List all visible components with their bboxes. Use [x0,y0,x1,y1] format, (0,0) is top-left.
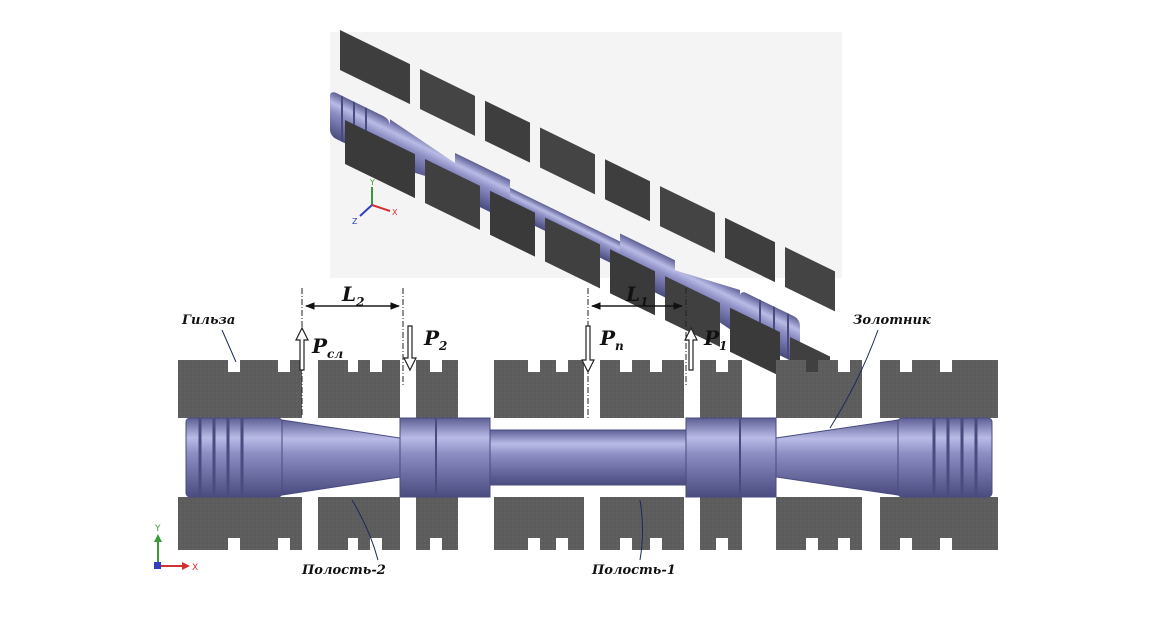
pressure-p2-base: P [424,326,440,350]
dimension-l1-sub: 1 [640,295,649,309]
spool-label: Золотник [853,313,931,328]
section-view: Y X [154,288,998,573]
sleeve-lower [178,497,998,550]
axis-y-label: Y [154,524,161,534]
axis-x-label: X [192,563,198,573]
pressure-p1-sub: 1 [719,339,728,353]
pressure-p1-label: P1 [704,326,727,353]
iso-axis-x-label: X [392,208,398,217]
iso-sleeve-back [340,30,835,312]
arrow-pn-down [581,325,595,374]
pressure-p-sl-label: Pсл [312,334,343,361]
pressure-p2-label: P2 [424,326,447,353]
dimension-l1-label: L1 [626,282,648,309]
cavity1-label: Полость-1 [592,563,676,578]
pressure-p2-sub: 2 [439,339,448,353]
pressure-pn-sub: п [615,339,624,353]
iso-axis-y-label: Y [369,178,375,187]
iso-view: Y X Z [330,30,842,401]
dimension-l2-sub: 2 [356,295,365,309]
pressure-pn-base: P [600,326,616,350]
dimension-l2-label: L2 [342,282,364,309]
sleeve-label: Гильза [182,313,236,328]
pressure-pn-label: Pп [600,326,624,353]
dimension-l1-base: L [626,282,641,306]
pressure-p1-base: P [704,326,720,350]
dimension-l2-base: L [342,282,357,306]
arrow-p1-up [684,326,698,371]
pressure-p-sl-base: P [312,334,328,358]
spool [185,417,993,498]
sleeve-upper [178,360,998,418]
arrow-p-sl-up [295,326,309,371]
section-axis-triad: Y X [154,524,198,573]
iso-sleeve-front [345,119,830,401]
iso-axis-z-label: Z [352,217,358,226]
pressure-p-sl-sub: сл [327,347,344,361]
iso-axis-triad: Y X Z [352,178,398,226]
pressure-arrows [295,325,698,374]
cavity2-label: Полость-2 [302,563,386,578]
leader-lines [221,329,879,561]
arrow-p2-down [403,325,417,372]
